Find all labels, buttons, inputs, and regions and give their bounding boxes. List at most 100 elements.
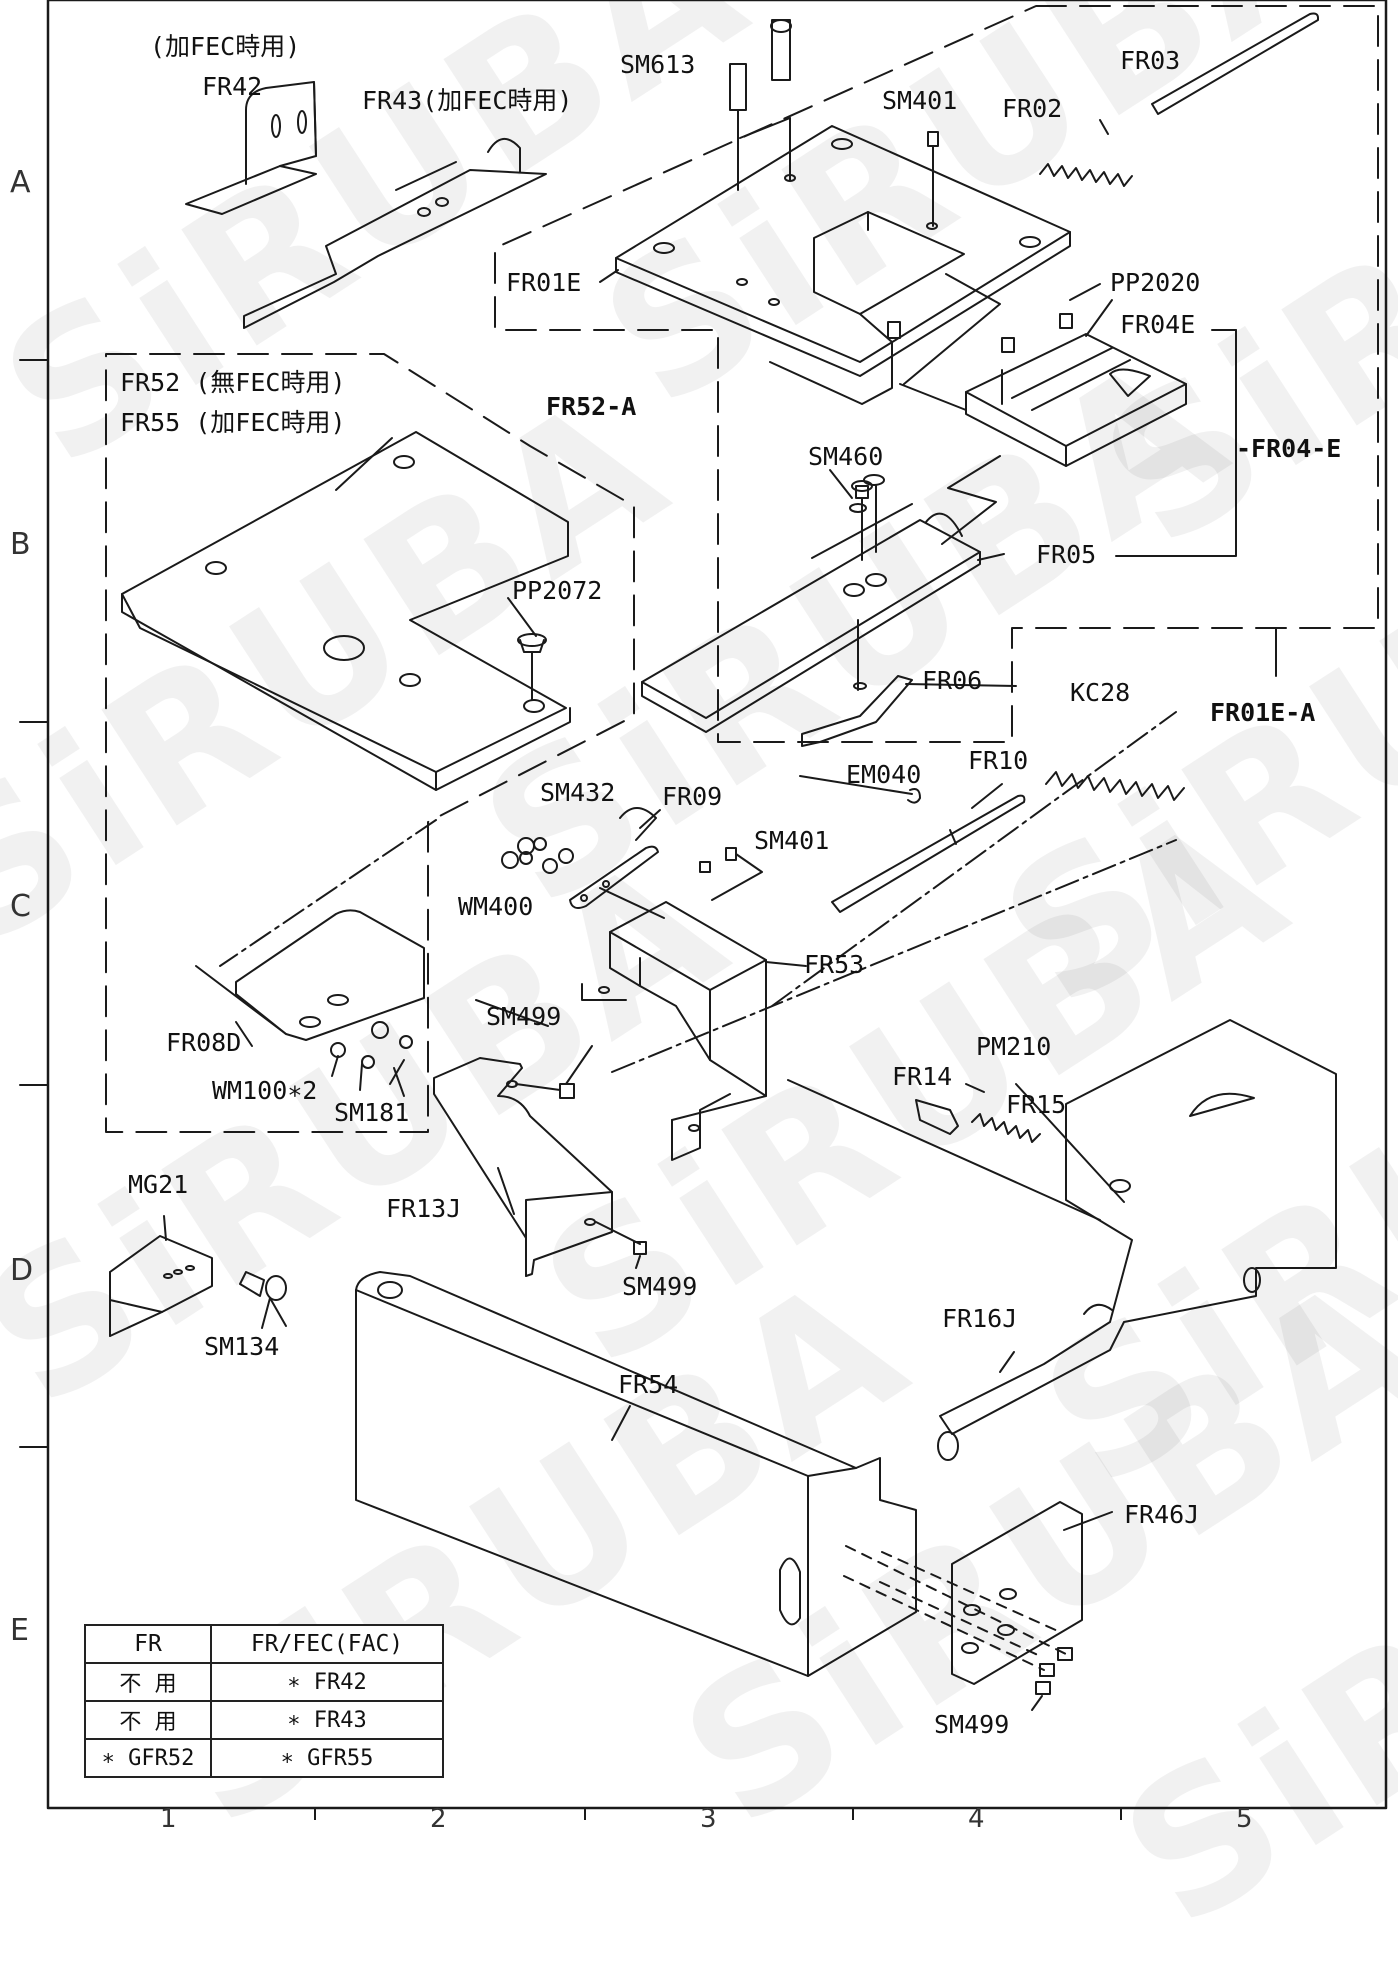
part-label-pp2020: PP2020 xyxy=(1110,268,1201,297)
leader-line xyxy=(941,455,1001,545)
alignment-lines xyxy=(219,711,1177,1073)
kc28-spring xyxy=(1045,771,1185,801)
leader-line xyxy=(903,273,1001,385)
column-marker-3: 3 xyxy=(700,1804,717,1834)
table-cell: 不 用 xyxy=(84,1700,212,1740)
fr13j-part xyxy=(433,1057,613,1277)
fr08d-part xyxy=(195,909,425,1041)
table-cell: ∗ FR42 xyxy=(210,1662,444,1702)
part-label-fr01e: FR01E xyxy=(506,268,582,297)
part-label-sm401-mid: SM401 xyxy=(754,826,830,855)
part-label-wm100: WM100∗2 xyxy=(212,1076,318,1105)
row-marker-a: A xyxy=(10,165,31,200)
part-label-fr52: FR52 (無FEC時用) xyxy=(120,368,346,397)
fr01e-a-assembly-outline xyxy=(494,5,1379,743)
sm499-lower-heads xyxy=(1031,1647,1073,1711)
assembly-label-fr01e-a: FR01E-A xyxy=(1210,698,1316,727)
part-label-pp2072: PP2072 xyxy=(512,576,603,605)
table-row: 不 用 ∗ FR43 xyxy=(84,1700,444,1740)
row-marker-c: C xyxy=(10,889,31,924)
table-header-row: FR FR/FEC(FAC) xyxy=(84,1624,444,1664)
table-cell: ∗ FR43 xyxy=(210,1700,444,1740)
fec-applicability-table: FR FR/FEC(FAC) 不 用 ∗ FR42 不 用 ∗ FR43 ∗ G… xyxy=(84,1624,444,1778)
fr10-rod xyxy=(831,794,1026,913)
sm460-screws xyxy=(849,474,885,561)
row-marker-d: D xyxy=(10,1253,34,1288)
part-label-fr04e: FR04E xyxy=(1120,310,1196,339)
part-label-fr03: FR03 xyxy=(1120,46,1181,75)
table-cell: ∗ GFR55 xyxy=(210,1738,444,1778)
table-row: 不 用 ∗ FR42 xyxy=(84,1662,444,1702)
wm100-sm181-hardware xyxy=(330,1021,413,1091)
table-header-fr-fec-fac: FR/FEC(FAC) xyxy=(210,1624,444,1664)
column-marker-4: 4 xyxy=(968,1804,985,1834)
part-label-sm134: SM134 xyxy=(204,1332,280,1361)
part-label-fr46j: FR46J xyxy=(1124,1500,1200,1529)
part-label-sm499-upper: SM499 xyxy=(486,1002,562,1031)
part-label-kc28: KC28 xyxy=(1070,678,1131,707)
part-label-fr55: FR55 (加FEC時用) xyxy=(120,408,346,437)
column-marker-1: 1 xyxy=(160,1804,177,1834)
part-label-fr42: FR42 xyxy=(202,72,263,101)
mg21-part xyxy=(109,1235,213,1337)
part-label-mg21: MG21 xyxy=(128,1170,189,1199)
table-cell: 不 用 xyxy=(84,1662,212,1702)
row-marker-b: B xyxy=(10,527,31,562)
part-label-fr16j: FR16J xyxy=(942,1304,1018,1333)
part-label-sm613: SM613 xyxy=(620,50,696,79)
part-label-fr13j: FR13J xyxy=(386,1194,462,1223)
sm432-wm400-fr09-cluster xyxy=(501,807,665,919)
part-label-fr06: FR06 xyxy=(922,666,983,695)
assembly-label-fr52-a: FR52-A xyxy=(546,392,637,421)
table-row: ∗ GFR52 ∗ GFR55 xyxy=(84,1738,444,1778)
part-label-pm210: PM210 xyxy=(976,1032,1052,1061)
table-cell: ∗ GFR52 xyxy=(84,1738,212,1778)
sm499-mid-screw xyxy=(595,1221,647,1255)
part-label-fr09: FR09 xyxy=(662,782,723,811)
part-label-fr54: FR54 xyxy=(618,1370,679,1399)
column-marker-5: 5 xyxy=(1236,1804,1253,1834)
part-label-fr15: FR15 xyxy=(1006,1090,1067,1119)
pp2072-plug xyxy=(517,633,547,701)
part-label-fr10: FR10 xyxy=(968,746,1029,775)
part-label-sm499-mid: SM499 xyxy=(622,1272,698,1301)
label-leaders xyxy=(163,269,1113,1531)
fr42-part xyxy=(185,81,317,215)
fr46j-part xyxy=(951,1501,1083,1685)
sm134-screw xyxy=(239,1271,287,1329)
row-marker-e: E xyxy=(10,1613,29,1648)
sm401-top-screw xyxy=(927,131,939,227)
fr05-part xyxy=(641,503,981,733)
part-label-fr53: FR53 xyxy=(804,950,865,979)
em040-clip xyxy=(907,788,921,804)
fr04-e-bracket xyxy=(1115,329,1237,557)
part-label-fr05: FR05 xyxy=(1036,540,1097,569)
part-label-sm181: SM181 xyxy=(334,1098,410,1127)
fr03-rod xyxy=(1151,12,1319,115)
sm613-screws xyxy=(729,19,792,191)
part-label-wm400: WM400 xyxy=(458,892,534,921)
fr54-part xyxy=(355,1271,917,1677)
part-label-sm432: SM432 xyxy=(540,778,616,807)
fr01e-part xyxy=(615,125,1071,405)
sm401-mid-screw xyxy=(699,847,763,901)
fr52-fr55-plate xyxy=(121,431,571,791)
part-label-fr08d: FR08D xyxy=(166,1028,242,1057)
fr02-spring xyxy=(1039,119,1133,187)
leader-line xyxy=(739,117,791,139)
part-label-sm401-top: SM401 xyxy=(882,86,958,115)
leader-line xyxy=(899,383,967,411)
part-label-fr02: FR02 xyxy=(1002,94,1063,123)
sheet-frame xyxy=(19,0,1388,1820)
fr53-part xyxy=(581,901,767,1161)
fr14-fr15-pm210-parts xyxy=(787,1079,1101,1221)
fr06-part xyxy=(801,619,913,747)
part-label-fr43: FR43(加FEC時用) xyxy=(362,86,573,115)
table-header-fr: FR xyxy=(84,1624,212,1664)
sm499-upper-screw xyxy=(515,1083,575,1099)
assembly-label-fr04-e: -FR04-E xyxy=(1236,434,1342,463)
part-label-fr42-note: (加FEC時用) xyxy=(150,32,301,61)
exploded-view-drawing xyxy=(19,0,1388,1820)
fr43-part xyxy=(243,138,547,329)
